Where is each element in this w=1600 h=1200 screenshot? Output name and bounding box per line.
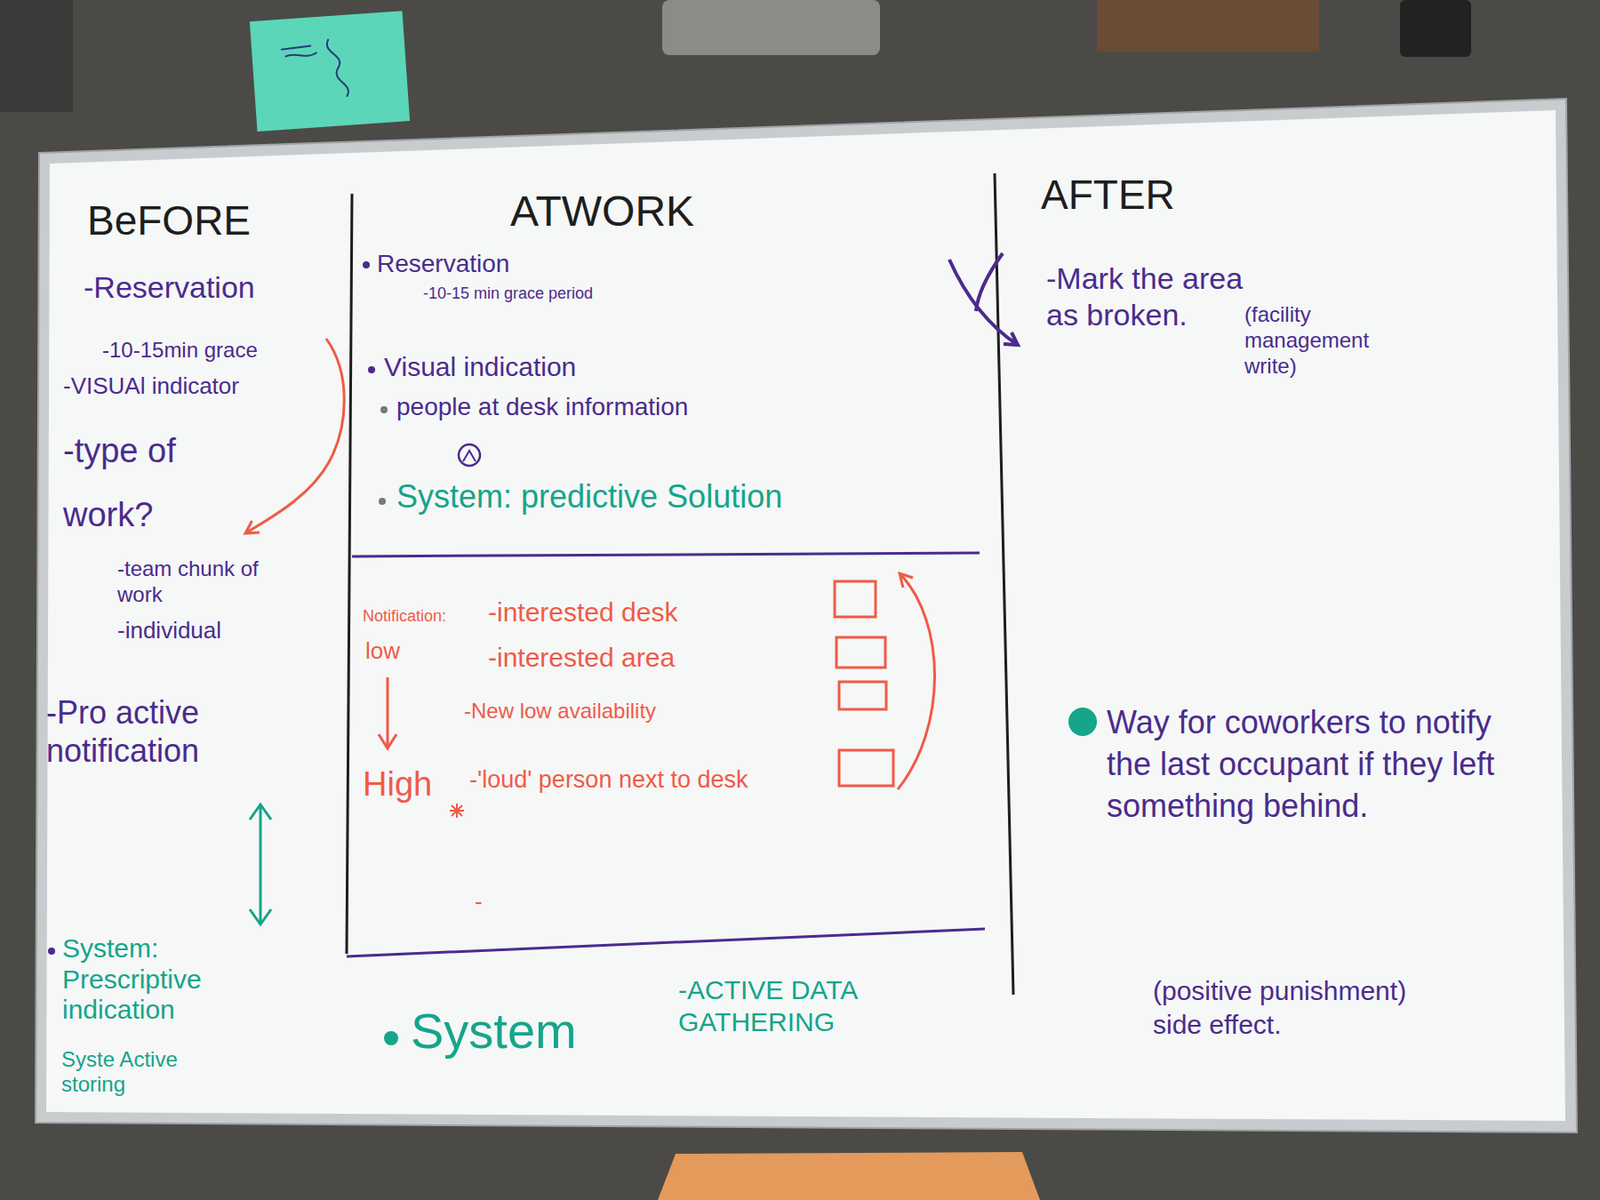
bullet — [368, 366, 376, 374]
purple-arrow — [949, 253, 1018, 345]
checkbox — [836, 637, 886, 668]
person-icon — [463, 450, 476, 462]
section-line — [346, 928, 985, 957]
double-arrow — [249, 804, 272, 925]
board-text: -interested desk — [488, 597, 678, 629]
sticky-scribble — [280, 38, 350, 102]
plastic-container — [662, 0, 880, 56]
bullet — [48, 947, 56, 955]
board-text: -individual — [117, 617, 222, 645]
column-line — [346, 193, 352, 954]
red-arrow — [378, 677, 397, 749]
red-arrow — [245, 338, 344, 534]
board-text: -10-15min grace — [102, 337, 258, 363]
checkbox — [839, 681, 887, 710]
desk-object — [1096, 0, 1320, 52]
star-mark — [449, 803, 464, 818]
board-text: people at desk information — [396, 392, 688, 422]
board-text: AFTER — [1040, 171, 1176, 219]
bullet — [1068, 707, 1097, 736]
board-text: Syste Active storing — [61, 1047, 240, 1096]
board-text: Way for coworkers to notify the last occ… — [1106, 702, 1516, 827]
desk-object — [0, 0, 73, 112]
column-line — [994, 173, 1014, 995]
board-text: -10-15 min grace period — [423, 284, 593, 304]
checkbox — [839, 750, 894, 786]
board-text: -'loud' person next to desk — [469, 765, 772, 796]
board-section: Notification: lowHigh -interested desk -int… — [353, 558, 987, 932]
bullet — [384, 1031, 399, 1046]
board-surface — [46, 110, 1566, 1121]
red-arrow — [897, 573, 936, 790]
board-text: -Reservation — [83, 270, 256, 305]
board-text: -interested area — [488, 642, 675, 674]
bullet — [380, 406, 388, 414]
board-text: Visual indication — [384, 352, 576, 384]
section-line — [352, 552, 980, 557]
board-text: -Mark the area as broken. — [1046, 260, 1269, 334]
checkbox — [834, 581, 876, 617]
board-text: Notification: — [362, 607, 447, 626]
board-text: System: predictive Solution — [396, 478, 783, 515]
arrow-head — [245, 520, 260, 534]
board-text: High — [362, 765, 432, 805]
board-frame — [35, 98, 1577, 1133]
bullet — [378, 497, 386, 505]
board-text: System — [410, 1002, 577, 1060]
board-text: (positive punishment) side effect. — [1152, 974, 1447, 1041]
board-text: -ACTIVE DATA GATHERING — [678, 974, 945, 1039]
board-text: (facility management write) — [1244, 302, 1378, 379]
board-text: -Pro active notification — [46, 693, 313, 770]
board-text: -New low availability — [464, 698, 656, 724]
bullet — [362, 261, 370, 269]
board-text: -type of work? — [63, 418, 241, 547]
board-text: -VISUAl indicator — [63, 373, 240, 400]
board-section: ATWORKReservation -10-15 min grace period… — [353, 168, 992, 1107]
board-section: AFTER -Mark the area as broken.(facility … — [997, 160, 1558, 1107]
board-text: BeFORE — [87, 197, 251, 245]
board-text: -team chunk of work — [117, 556, 309, 608]
board-text: Reservation — [376, 249, 510, 279]
sticky-note — [249, 10, 410, 132]
board-section: BeFORE -Reservation -10-15min grace -VISUAl… — [48, 168, 352, 1110]
board-text: - — [474, 888, 483, 916]
board-text: System: Prescriptive indication — [62, 933, 294, 1026]
desk-object — [1400, 0, 1472, 57]
board-text: ATWORK — [510, 186, 695, 236]
person-icon — [458, 444, 480, 466]
board-text: low — [365, 638, 400, 665]
shirt — [657, 1152, 1040, 1200]
